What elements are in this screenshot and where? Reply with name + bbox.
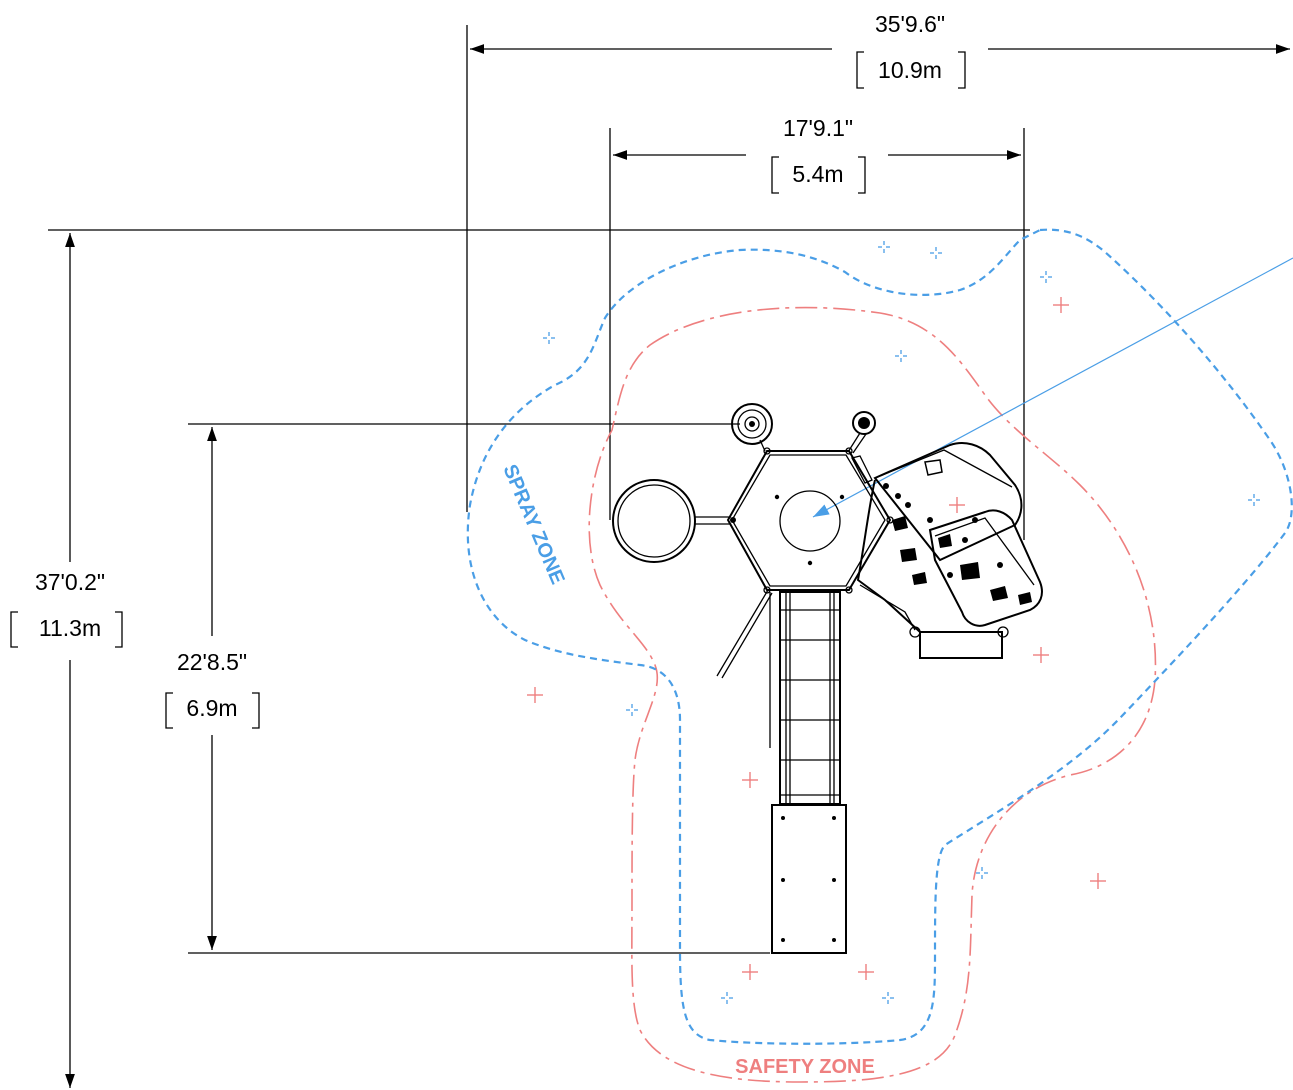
metric-bracket-right	[252, 692, 260, 729]
nozzle-marker	[721, 992, 733, 1004]
safety-marker	[742, 964, 758, 980]
nozzle-marker	[1040, 271, 1052, 283]
nozzle-marker	[1248, 494, 1260, 506]
metric-bracket-right	[958, 51, 966, 89]
spray-zone-label: SPRAY ZONE	[498, 461, 568, 587]
overall-width-imperial: 35'9.6"	[875, 11, 945, 37]
overall-depth-metric: 11.3m	[39, 615, 101, 641]
support-pole	[716, 589, 773, 748]
climbing-panels	[856, 442, 1043, 659]
safety-marker	[858, 964, 874, 980]
dimension-overall-width: 35'9.6" 10.9m	[466, 11, 1290, 512]
inner-depth-imperial: 22'8.5"	[177, 649, 247, 675]
safety-marker	[949, 497, 965, 513]
dimension-inner-depth: 22'8.5" 6.9m	[165, 423, 770, 954]
inner-width-imperial: 17'9.1"	[783, 115, 853, 141]
metric-bracket-left	[856, 51, 864, 89]
dimension-overall-depth: 37'0.2" 11.3m	[10, 229, 1030, 1088]
spray-nozzle-markers	[543, 241, 1260, 1004]
inner-width-metric: 5.4m	[792, 161, 843, 187]
nozzle-marker	[976, 867, 988, 879]
safety-marker	[1090, 873, 1106, 889]
inner-depth-metric: 6.9m	[186, 695, 237, 721]
nozzle-marker	[882, 992, 894, 1004]
dimension-inner-width: 17'9.1" 5.4m	[609, 115, 1025, 540]
ladder	[779, 591, 841, 805]
nozzle-marker	[930, 247, 942, 259]
metric-bracket-left	[771, 156, 779, 194]
safety-zone-label: SAFETY ZONE	[735, 1056, 875, 1078]
metric-bracket-left	[10, 611, 18, 648]
base-plate	[771, 804, 847, 954]
rosette-sprayer	[731, 403, 773, 452]
safety-marker	[527, 687, 543, 703]
safety-marker	[1033, 647, 1049, 663]
safety-marker	[742, 772, 758, 788]
ring-element	[612, 479, 736, 563]
leader-line	[812, 257, 1293, 518]
safety-markers	[527, 297, 1106, 980]
nozzle-marker	[895, 350, 907, 362]
metric-bracket-left	[165, 692, 173, 729]
nozzle-post	[847, 411, 876, 484]
play-structure	[612, 403, 1043, 954]
metric-bracket-right	[858, 156, 866, 194]
metric-bracket-right	[115, 611, 123, 648]
overall-depth-imperial: 37'0.2"	[35, 569, 105, 595]
overall-width-metric: 10.9m	[878, 57, 942, 83]
nozzle-marker	[878, 241, 890, 253]
nozzle-marker	[626, 704, 638, 716]
nozzle-marker	[543, 332, 555, 344]
spray-zone-outline	[466, 228, 1293, 1045]
safety-marker	[1053, 297, 1069, 313]
